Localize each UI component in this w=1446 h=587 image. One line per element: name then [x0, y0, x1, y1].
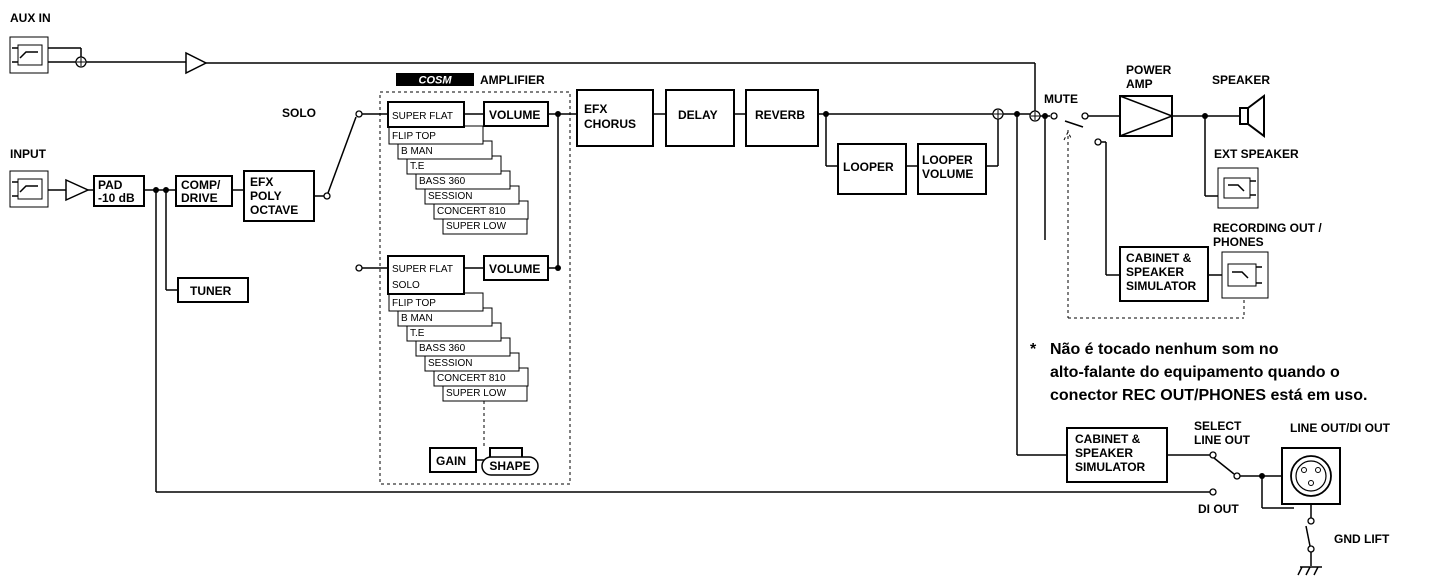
- svg-text:SUPER FLAT: SUPER FLAT: [392, 111, 453, 122]
- svg-text:CONCERT 810: CONCERT 810: [437, 206, 506, 217]
- svg-text:-10 dB: -10 dB: [98, 191, 135, 205]
- efx-chorus-block: EFX CHORUS: [576, 89, 654, 147]
- input-label: INPUT: [10, 147, 47, 161]
- svg-text:T.E: T.E: [410, 328, 425, 339]
- svg-text:CONCERT 810: CONCERT 810: [437, 373, 506, 384]
- amplifier-label: AMPLIFIER: [480, 73, 545, 87]
- line-out-label: LINE OUT/DI OUT: [1290, 421, 1391, 435]
- svg-text:SIMULATOR: SIMULATOR: [1075, 460, 1146, 474]
- efx-poly-octave-block: EFX POLY OCTAVE: [243, 170, 315, 222]
- svg-text:DELAY: DELAY: [678, 108, 718, 122]
- amplifier-section: [379, 91, 571, 485]
- volume-block-bottom: VOLUME: [483, 255, 549, 281]
- aux-buffer-icon: [185, 51, 208, 75]
- aux-mixer-node-icon: [75, 56, 87, 68]
- svg-text:BASS 360: BASS 360: [419, 343, 466, 354]
- svg-text:VOLUME: VOLUME: [489, 108, 540, 122]
- reverb-block: REVERB: [745, 89, 819, 147]
- svg-text:SUPER LOW: SUPER LOW: [446, 388, 507, 399]
- svg-text:OCTAVE: OCTAVE: [250, 203, 298, 217]
- mute-label: MUTE: [1044, 92, 1078, 106]
- svg-text:TUNER: TUNER: [190, 284, 232, 298]
- di-out-label: DI OUT: [1198, 502, 1239, 516]
- svg-text:FLIP TOP: FLIP TOP: [392, 298, 436, 309]
- volume-block-top: VOLUME: [483, 101, 549, 127]
- xlr-connector-icon: [1281, 447, 1341, 505]
- note-line-3: conector REC OUT/PHONES está em uso.: [1050, 387, 1367, 404]
- speaker-label: SPEAKER: [1212, 73, 1270, 87]
- note-asterisk: *: [1030, 341, 1037, 358]
- svg-text:REVERB: REVERB: [755, 108, 805, 122]
- svg-text:FLIP TOP: FLIP TOP: [392, 131, 436, 142]
- gnd-lift-switch: [1305, 525, 1311, 547]
- pad-block: PAD -10 dB: [93, 175, 145, 207]
- amp-models-bottom: SUPER FLAT SOLO FLIP TOP B MAN T.E BASS …: [387, 255, 529, 402]
- svg-text:SPEAKER: SPEAKER: [1075, 446, 1133, 460]
- svg-text:COSM: COSM: [419, 75, 453, 87]
- gain-block: GAIN: [429, 447, 477, 473]
- rec-out-label-1: RECORDING OUT /: [1213, 221, 1322, 235]
- svg-text:SHAPE: SHAPE: [489, 459, 530, 473]
- svg-text:T.E: T.E: [410, 161, 425, 172]
- note-line-2: alto-falante do equipamento quando o: [1050, 364, 1340, 381]
- delay-block: DELAY: [665, 89, 735, 147]
- svg-text:GAIN: GAIN: [436, 454, 466, 468]
- svg-text:SUPER FLAT: SUPER FLAT: [392, 264, 453, 275]
- svg-text:CABINET &: CABINET &: [1126, 251, 1192, 265]
- svg-text:SESSION: SESSION: [428, 358, 472, 369]
- ext-speaker-label: EXT SPEAKER: [1214, 147, 1299, 161]
- svg-text:DRIVE: DRIVE: [181, 191, 218, 205]
- aux-in-jack-icon: [9, 36, 49, 74]
- aux-mix-node-icon: [1029, 110, 1041, 122]
- svg-text:SOLO: SOLO: [392, 280, 420, 291]
- svg-text:SIMULATOR: SIMULATOR: [1126, 279, 1197, 293]
- looper-mixer-node-icon: [992, 108, 1004, 120]
- svg-text:LOOPER: LOOPER: [922, 153, 973, 167]
- comp-drive-block: COMP/ DRIVE: [175, 175, 233, 207]
- solo-label: SOLO: [282, 106, 316, 120]
- select-line-out-switch: [1213, 457, 1235, 475]
- shape-button: SHAPE: [481, 456, 539, 476]
- ext-speaker-jack-icon: [1217, 167, 1259, 209]
- rec-out-label-2: PHONES: [1213, 235, 1264, 249]
- note-line-1: Não é tocado nenhum som no: [1050, 341, 1279, 358]
- amp-models-top: SUPER FLAT FLIP TOP B MAN T.E BASS 360 S…: [387, 101, 529, 235]
- rec-out-jack-icon: [1221, 251, 1269, 299]
- mute-switch: [1064, 120, 1084, 128]
- svg-text:EFX: EFX: [250, 175, 273, 189]
- svg-text:PAD: PAD: [98, 178, 123, 192]
- svg-text:CABINET &: CABINET &: [1075, 432, 1141, 446]
- svg-text:POLY: POLY: [250, 189, 282, 203]
- cabinet-sim-block-line: CABINET & SPEAKER SIMULATOR: [1066, 427, 1168, 483]
- power-amp-label-2: AMP: [1126, 77, 1153, 91]
- power-amp-label-1: POWER: [1126, 63, 1172, 77]
- ground-icon: [1297, 566, 1322, 576]
- svg-text:COMP/: COMP/: [181, 178, 221, 192]
- svg-text:VOLUME: VOLUME: [489, 262, 540, 276]
- aux-in-label: AUX IN: [10, 11, 51, 25]
- looper-block: LOOPER: [837, 143, 907, 195]
- svg-text:SESSION: SESSION: [428, 191, 472, 202]
- svg-text:VOLUME: VOLUME: [922, 167, 973, 181]
- svg-text:BASS 360: BASS 360: [419, 176, 466, 187]
- svg-text:B MAN: B MAN: [401, 146, 433, 157]
- select-line-out-label-1: SELECT: [1194, 419, 1242, 433]
- input-buffer-icon: [65, 178, 90, 202]
- svg-text:SPEAKER: SPEAKER: [1126, 265, 1184, 279]
- svg-text:EFX: EFX: [584, 102, 607, 116]
- cosm-logo: COSM: [396, 73, 474, 87]
- select-line-out-label-2: LINE OUT: [1194, 433, 1251, 447]
- tuner-block: TUNER: [177, 277, 249, 303]
- gnd-lift-label: GND LIFT: [1334, 532, 1390, 546]
- speaker-icon: [1239, 94, 1265, 138]
- input-jack-icon: [9, 170, 49, 208]
- svg-text:B MAN: B MAN: [401, 313, 433, 324]
- looper-volume-block: LOOPER VOLUME: [917, 143, 987, 195]
- power-amp-icon: [1119, 95, 1175, 137]
- cabinet-sim-block-rec: CABINET & SPEAKER SIMULATOR: [1119, 246, 1209, 302]
- svg-text:SUPER LOW: SUPER LOW: [446, 221, 507, 232]
- svg-text:CHORUS: CHORUS: [584, 117, 636, 131]
- svg-text:LOOPER: LOOPER: [843, 160, 894, 174]
